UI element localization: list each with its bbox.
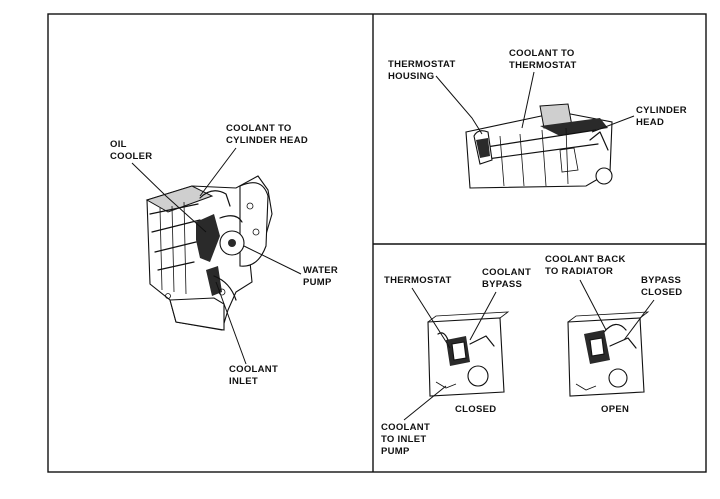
- leader-bypass-closed: [623, 299, 655, 341]
- svg-text:CYLINDER: CYLINDER: [636, 105, 687, 116]
- leader-water-pump: [243, 245, 302, 275]
- svg-text:BYPASS: BYPASS: [482, 279, 522, 290]
- svg-text:OIL: OIL: [110, 139, 127, 150]
- svg-text:COOLANT: COOLANT: [482, 267, 531, 278]
- leader-thermostat-housing: [435, 75, 483, 135]
- svg-text:THERMOSTAT: THERMOSTAT: [384, 275, 452, 286]
- svg-text:HOUSING: HOUSING: [388, 71, 434, 82]
- leader-coolant-inlet: [215, 281, 247, 365]
- label-thermostat: THERMOSTAT: [384, 275, 452, 286]
- svg-text:COOLANT: COOLANT: [381, 422, 430, 433]
- svg-text:PUMP: PUMP: [303, 277, 332, 288]
- svg-text:CYLINDER HEAD: CYLINDER HEAD: [226, 135, 308, 146]
- svg-text:THERMOSTAT: THERMOSTAT: [388, 59, 456, 70]
- svg-text:CLOSED: CLOSED: [455, 404, 496, 415]
- label-cylinder-head: CYLINDER HEAD: [636, 105, 687, 128]
- leader-coolant-to-inlet-pump: [403, 385, 447, 421]
- label-oil-cooler: OIL COOLER: [110, 139, 152, 162]
- engine-illustration: [145, 175, 273, 331]
- leader-coolant-bypass: [469, 291, 497, 341]
- label-water-pump: WATER PUMP: [303, 265, 338, 288]
- cylinder-head-illustration: [465, 103, 613, 189]
- outer-frame: [47, 13, 707, 473]
- svg-text:COOLANT: COOLANT: [229, 364, 278, 375]
- label-coolant-inlet: COOLANT INLET: [229, 364, 278, 387]
- label-coolant-bypass: COOLANT BYPASS: [482, 267, 531, 290]
- leader-coolant-back-to-radiator: [579, 279, 607, 331]
- svg-text:COOLANT BACK: COOLANT BACK: [545, 254, 626, 265]
- svg-text:COOLANT TO: COOLANT TO: [509, 48, 575, 59]
- svg-text:CLOSED: CLOSED: [641, 287, 682, 298]
- svg-text:OPEN: OPEN: [601, 404, 629, 415]
- label-thermostat-housing: THERMOSTAT HOUSING: [388, 59, 456, 82]
- label-coolant-back-to-radiator: COOLANT BACK TO RADIATOR: [545, 254, 626, 277]
- svg-text:HEAD: HEAD: [636, 117, 664, 128]
- svg-text:WATER: WATER: [303, 265, 338, 276]
- leader-cylinder-head: [591, 115, 635, 133]
- leader-oil-cooler: [131, 162, 207, 233]
- label-coolant-to-thermostat: COOLANT TO THERMOSTAT: [509, 48, 577, 71]
- leader-thermostat: [411, 287, 451, 349]
- svg-text:PUMP: PUMP: [381, 446, 410, 457]
- svg-text:TO RADIATOR: TO RADIATOR: [545, 266, 613, 277]
- svg-text:BYPASS: BYPASS: [641, 275, 681, 286]
- svg-text:COOLER: COOLER: [110, 151, 152, 162]
- svg-text:INLET: INLET: [229, 376, 258, 387]
- leader-coolant-to-thermostat: [521, 71, 535, 129]
- thermostat-open-illustration: [567, 311, 650, 397]
- label-coolant-to-inlet-pump: COOLANT TO INLET PUMP: [381, 422, 430, 457]
- leader-coolant-to-cylinder-head: [199, 147, 237, 197]
- svg-text:THERMOSTAT: THERMOSTAT: [509, 60, 577, 71]
- svg-text:COOLANT TO: COOLANT TO: [226, 123, 292, 134]
- label-open: OPEN: [601, 404, 629, 415]
- label-closed: CLOSED: [455, 404, 496, 415]
- thermostat-closed-illustration: [427, 311, 510, 397]
- label-coolant-to-cylinder-head: COOLANT TO CYLINDER HEAD: [226, 123, 308, 146]
- svg-text:TO INLET: TO INLET: [381, 434, 427, 445]
- label-bypass-closed: BYPASS CLOSED: [641, 275, 682, 298]
